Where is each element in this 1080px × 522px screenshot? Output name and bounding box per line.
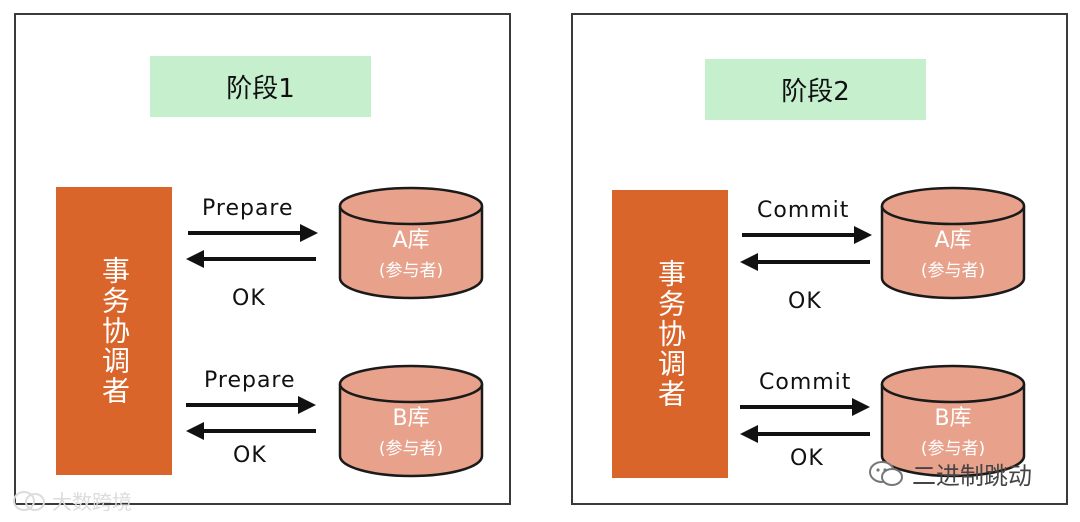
db-name: B库 bbox=[934, 406, 972, 431]
coordinator-box: 事务协调者 bbox=[56, 187, 172, 475]
database-a: A库 (参与者) bbox=[338, 186, 484, 300]
response-label: OK bbox=[788, 289, 822, 314]
database-b: B库 (参与者) bbox=[338, 364, 484, 478]
watermark-right: 二进制跳动 bbox=[868, 456, 1032, 491]
chat-icon bbox=[13, 490, 45, 511]
right-arrow-icon bbox=[740, 398, 870, 416]
db-name: B库 bbox=[392, 406, 430, 431]
db-name: A库 bbox=[392, 228, 430, 253]
coordinator-label: 事务协调者 bbox=[98, 256, 131, 406]
left-arrow-icon bbox=[740, 425, 870, 443]
right-arrow-icon bbox=[186, 396, 316, 414]
coordinator-label: 事务协调者 bbox=[654, 259, 687, 409]
phase2-title: 阶段2 bbox=[705, 59, 926, 120]
db-role: (参与者) bbox=[378, 261, 444, 281]
left-arrow-icon bbox=[740, 253, 870, 271]
coordinator-box: 事务协调者 bbox=[612, 190, 728, 478]
database-b: B库 (参与者) bbox=[880, 364, 1026, 478]
cylinder-icon bbox=[338, 186, 484, 300]
db-role: (参与者) bbox=[920, 439, 986, 459]
watermark-left: 大数跨境 bbox=[12, 486, 132, 515]
watermark-right-text: 二进制跳动 bbox=[912, 462, 1032, 490]
request-label: Commit bbox=[757, 198, 850, 223]
request-label: Prepare bbox=[204, 368, 296, 393]
cylinder-icon bbox=[880, 186, 1026, 300]
right-arrow-icon bbox=[188, 224, 318, 242]
left-arrow-icon bbox=[186, 422, 316, 440]
phase1-title: 阶段1 bbox=[150, 56, 371, 117]
wechat-icon bbox=[869, 460, 903, 486]
cylinder-icon bbox=[338, 364, 484, 478]
request-label: Commit bbox=[759, 370, 852, 395]
right-arrow-icon bbox=[742, 226, 872, 244]
response-label: OK bbox=[790, 446, 824, 471]
response-label: OK bbox=[233, 443, 267, 468]
db-role: (参与者) bbox=[378, 439, 444, 459]
request-label: Prepare bbox=[202, 196, 294, 221]
watermark-left-text: 大数跨境 bbox=[52, 490, 132, 514]
cylinder-icon bbox=[880, 364, 1026, 478]
db-role: (参与者) bbox=[920, 261, 986, 281]
left-arrow-icon bbox=[186, 250, 316, 268]
response-label: OK bbox=[232, 286, 266, 311]
database-a: A库 (参与者) bbox=[880, 186, 1026, 300]
db-name: A库 bbox=[934, 228, 972, 253]
